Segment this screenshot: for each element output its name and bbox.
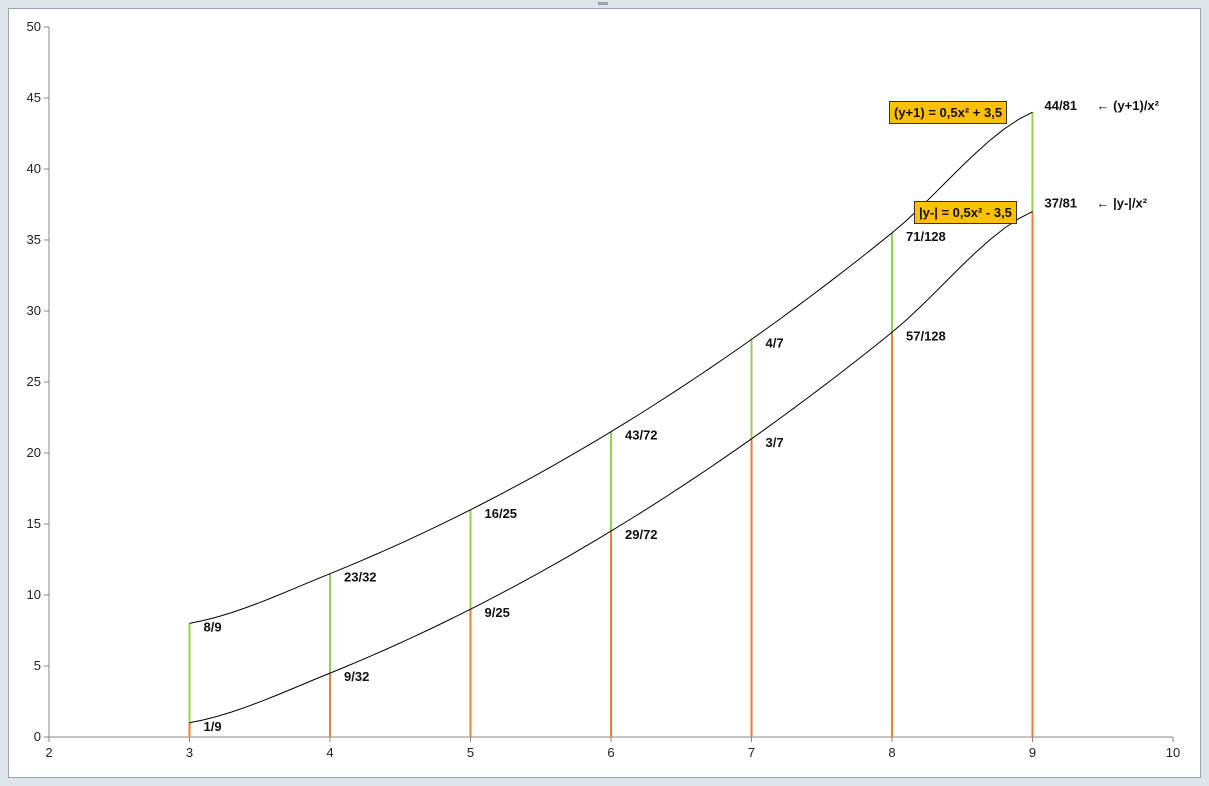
x-tick-label: 10 [1166,745,1180,760]
curves [189,111,1033,724]
lower-data-label: 37/81 [1045,196,1078,211]
upper-data-label: 71/128 [906,229,946,244]
x-tick-label: 6 [607,745,614,760]
lower-data-label: 57/128 [906,328,946,343]
lower-equation-text: |y-| = 0,5x² - 3,5 [919,205,1012,220]
lower-data-label: 3/7 [766,435,784,450]
upper-data-label: 4/7 [766,335,784,350]
x-tick-label: 8 [888,745,895,760]
upper-equation-text: (y+1) = 0,5x² + 3,5 [894,105,1003,120]
x-tick-label: 5 [467,745,474,760]
lower-data-label: 9/25 [485,605,510,620]
x-tick-label: 2 [45,745,52,760]
lower-curve-line [189,211,1033,724]
upper-data-label: 44/81 [1045,98,1078,113]
resize-handle-top[interactable] [598,2,608,5]
upper-curve-line [189,111,1033,624]
y-tick-label: 10 [27,587,41,602]
y-tick-label: 25 [27,374,41,389]
y-tick-label: 35 [27,232,41,247]
upper-ratio-label: ← (y+1)/x² [1097,98,1160,113]
y-tick-label: 15 [27,516,41,531]
lower-data-label: 9/32 [344,669,369,684]
lower-data-label: 29/72 [625,527,658,542]
vertical-segments [188,112,1034,737]
y-tick-label: 30 [27,303,41,318]
upper-data-label: 8/9 [204,619,222,634]
upper-data-label: 16/25 [485,506,518,521]
x-tick-label: 3 [186,745,193,760]
data-labels: 8/9 1/9 23/32 9/32 16/25 9/25 43/72 29/72 4/7 3/7… [204,98,1160,734]
lower-ratio-label: ← |y-|/x² [1097,196,1148,211]
x-tick-label: 7 [748,745,755,760]
y-tick-label: 0 [34,729,41,744]
upper-equation-box: (y+1) = 0,5x² + 3,5 [889,101,1008,124]
lower-data-label: 1/9 [204,719,222,734]
y-tick-label: 50 [27,19,41,34]
lower-equation-box: |y-| = 0,5x² - 3,5 [914,201,1017,224]
y-tick-label: 45 [27,90,41,105]
x-tick-label: 9 [1029,745,1036,760]
upper-data-label: 43/72 [625,428,658,443]
y-tick-label: 5 [34,658,41,673]
y-tick-label: 40 [27,161,41,176]
upper-data-label: 23/32 [344,570,377,585]
y-tick-label: 20 [27,445,41,460]
x-tick-label: 4 [326,745,333,760]
